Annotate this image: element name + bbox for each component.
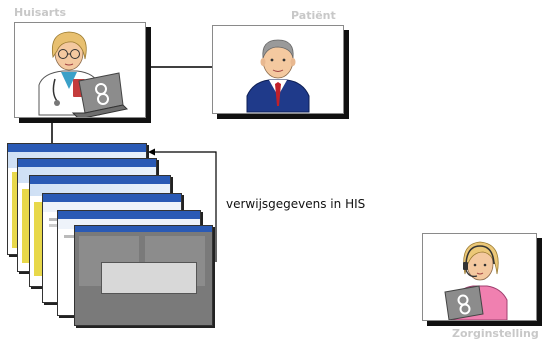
care-provider-label: Zorginstelling bbox=[452, 327, 539, 340]
referral-arrowhead bbox=[148, 148, 155, 156]
gp-card bbox=[14, 22, 146, 118]
patient-card bbox=[212, 25, 344, 114]
businessman-icon bbox=[246, 39, 310, 113]
referral-arrow bbox=[152, 151, 217, 262]
care-provider-card bbox=[422, 233, 537, 321]
referral-label: verwijsgegevens in HIS bbox=[226, 197, 366, 211]
doctor-with-laptop-icon bbox=[38, 31, 129, 117]
his-screen-front bbox=[74, 225, 213, 326]
patient-label: Patiënt bbox=[291, 9, 336, 22]
gp-label: Huisarts bbox=[14, 6, 67, 19]
headset-operator-with-laptop-icon bbox=[444, 241, 508, 320]
